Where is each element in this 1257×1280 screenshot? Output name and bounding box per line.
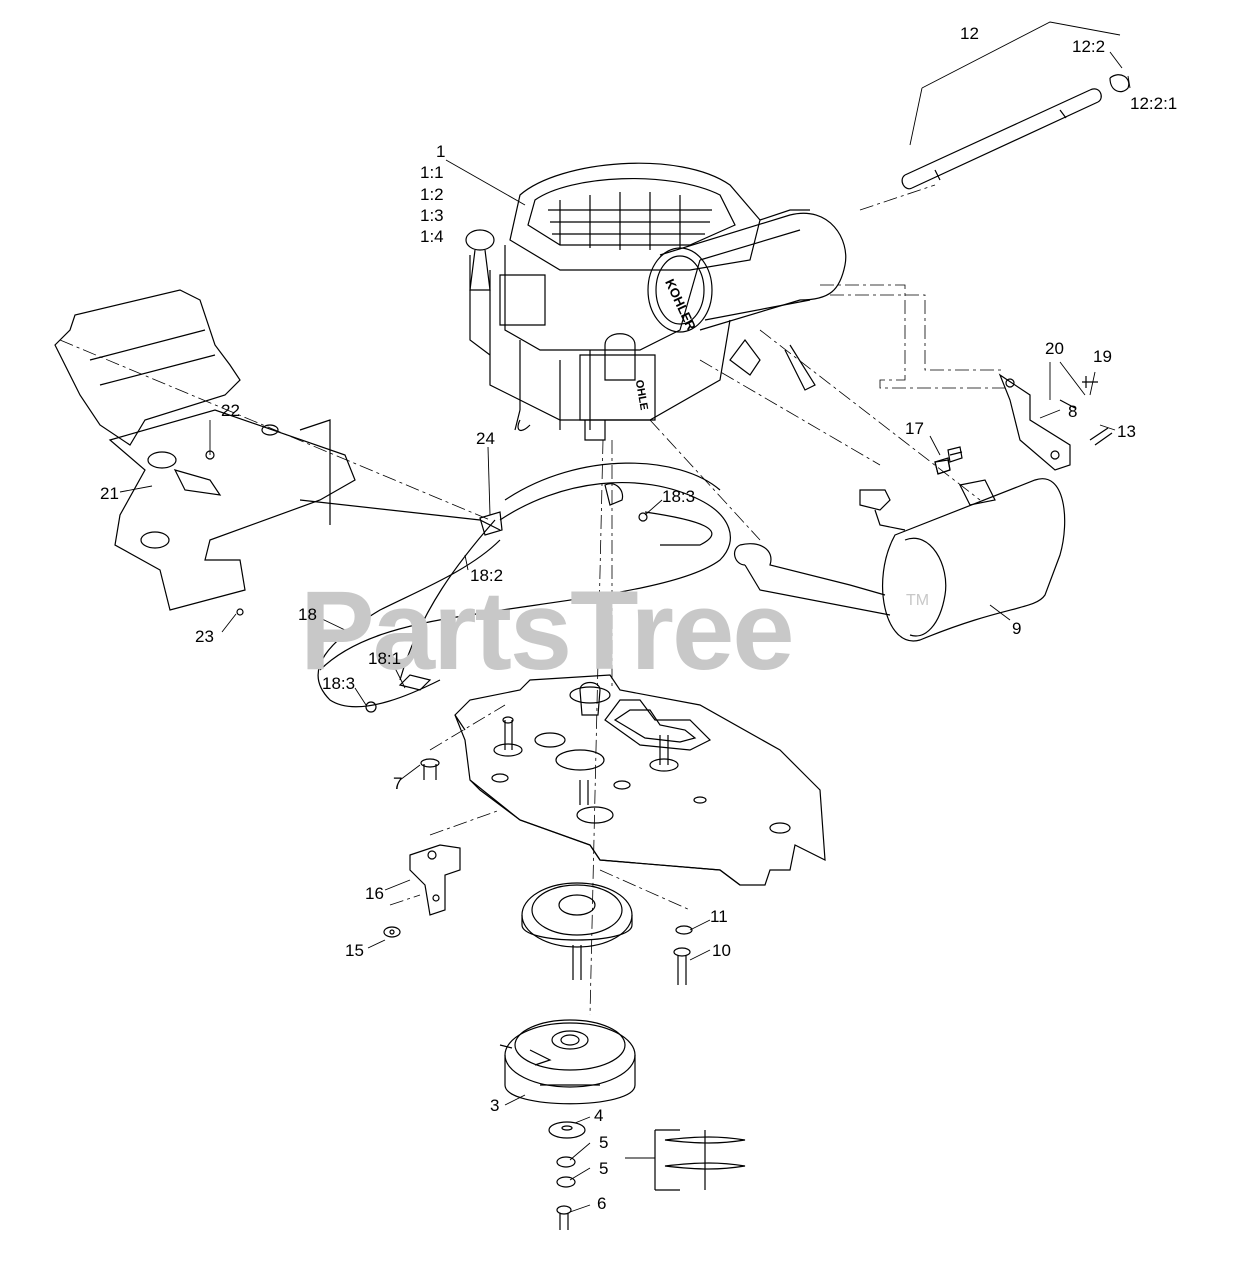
callout-10: 10 bbox=[712, 941, 731, 960]
nut-17 bbox=[934, 446, 963, 475]
callout-17: 17 bbox=[905, 419, 924, 438]
callout-8: 8 bbox=[1068, 402, 1078, 421]
callout-5-lower: 5 bbox=[599, 1159, 609, 1178]
callout-19: 19 bbox=[1093, 347, 1112, 366]
callout-18-3-lower: 18:3 bbox=[322, 674, 356, 693]
callout-18-3-upper: 18:3 bbox=[662, 487, 696, 506]
callout-18-1: 18:1 bbox=[368, 649, 402, 668]
muffler-bracket bbox=[998, 373, 1113, 471]
washer-5-lower bbox=[556, 1176, 576, 1188]
callout-4: 4 bbox=[594, 1106, 604, 1125]
callout-23: 23 bbox=[195, 627, 214, 646]
callout-12-2: 12:2 bbox=[1072, 37, 1106, 56]
washer-detail-callout bbox=[654, 1129, 746, 1191]
watermark-trademark: TM bbox=[906, 592, 930, 609]
callout-3: 3 bbox=[490, 1096, 500, 1115]
fuel-line-12 bbox=[901, 74, 1130, 190]
callout-1-1: 1:1 bbox=[420, 163, 444, 182]
callout-15: 15 bbox=[345, 941, 364, 960]
callout-16: 16 bbox=[365, 884, 384, 903]
clevis-pin bbox=[420, 758, 440, 780]
callout-1: 1 bbox=[436, 142, 446, 161]
callout-18-2: 18:2 bbox=[470, 566, 504, 585]
callout-5-upper: 5 bbox=[599, 1133, 609, 1152]
callout-11: 11 bbox=[710, 907, 728, 926]
callout-12: 12 bbox=[960, 24, 979, 43]
callout-1-3: 1:3 bbox=[420, 206, 444, 225]
callout-20: 20 bbox=[1045, 339, 1064, 358]
callout-18: 18 bbox=[298, 605, 317, 624]
air-cleaner bbox=[647, 209, 847, 391]
callout-13: 13 bbox=[1117, 422, 1136, 441]
pto-clutch bbox=[499, 1019, 636, 1105]
nut-15 bbox=[383, 926, 401, 938]
fuel-line-18 bbox=[299, 462, 731, 713]
muffler bbox=[733, 451, 1066, 642]
engine-brand-side: OHLE bbox=[633, 379, 650, 411]
callout-24: 24 bbox=[476, 429, 495, 448]
callout-21: 21 bbox=[100, 484, 119, 503]
callout-9: 9 bbox=[1012, 619, 1022, 638]
bolt-10 bbox=[673, 947, 691, 985]
callout-1-4: 1:4 bbox=[420, 227, 444, 246]
frame-plate bbox=[454, 674, 826, 886]
idler-bracket bbox=[409, 844, 461, 916]
engine-assembly bbox=[465, 162, 761, 441]
washer-11 bbox=[675, 925, 693, 935]
watermark: PartsTree bbox=[300, 568, 795, 693]
callout-1-2: 1:2 bbox=[420, 185, 444, 204]
bolt-6 bbox=[556, 1205, 572, 1230]
washer-5-upper bbox=[556, 1156, 576, 1168]
callout-12-2-1: 12:2:1 bbox=[1130, 94, 1178, 113]
leader-lines bbox=[119, 21, 1131, 1213]
pulley bbox=[521, 882, 633, 980]
control-panel bbox=[54, 289, 356, 616]
callout-7: 7 bbox=[393, 774, 403, 793]
callout-22: 22 bbox=[221, 401, 240, 420]
washer-4 bbox=[548, 1121, 586, 1139]
callout-6: 6 bbox=[597, 1194, 607, 1213]
engine-brand: KOHLER bbox=[662, 277, 699, 334]
